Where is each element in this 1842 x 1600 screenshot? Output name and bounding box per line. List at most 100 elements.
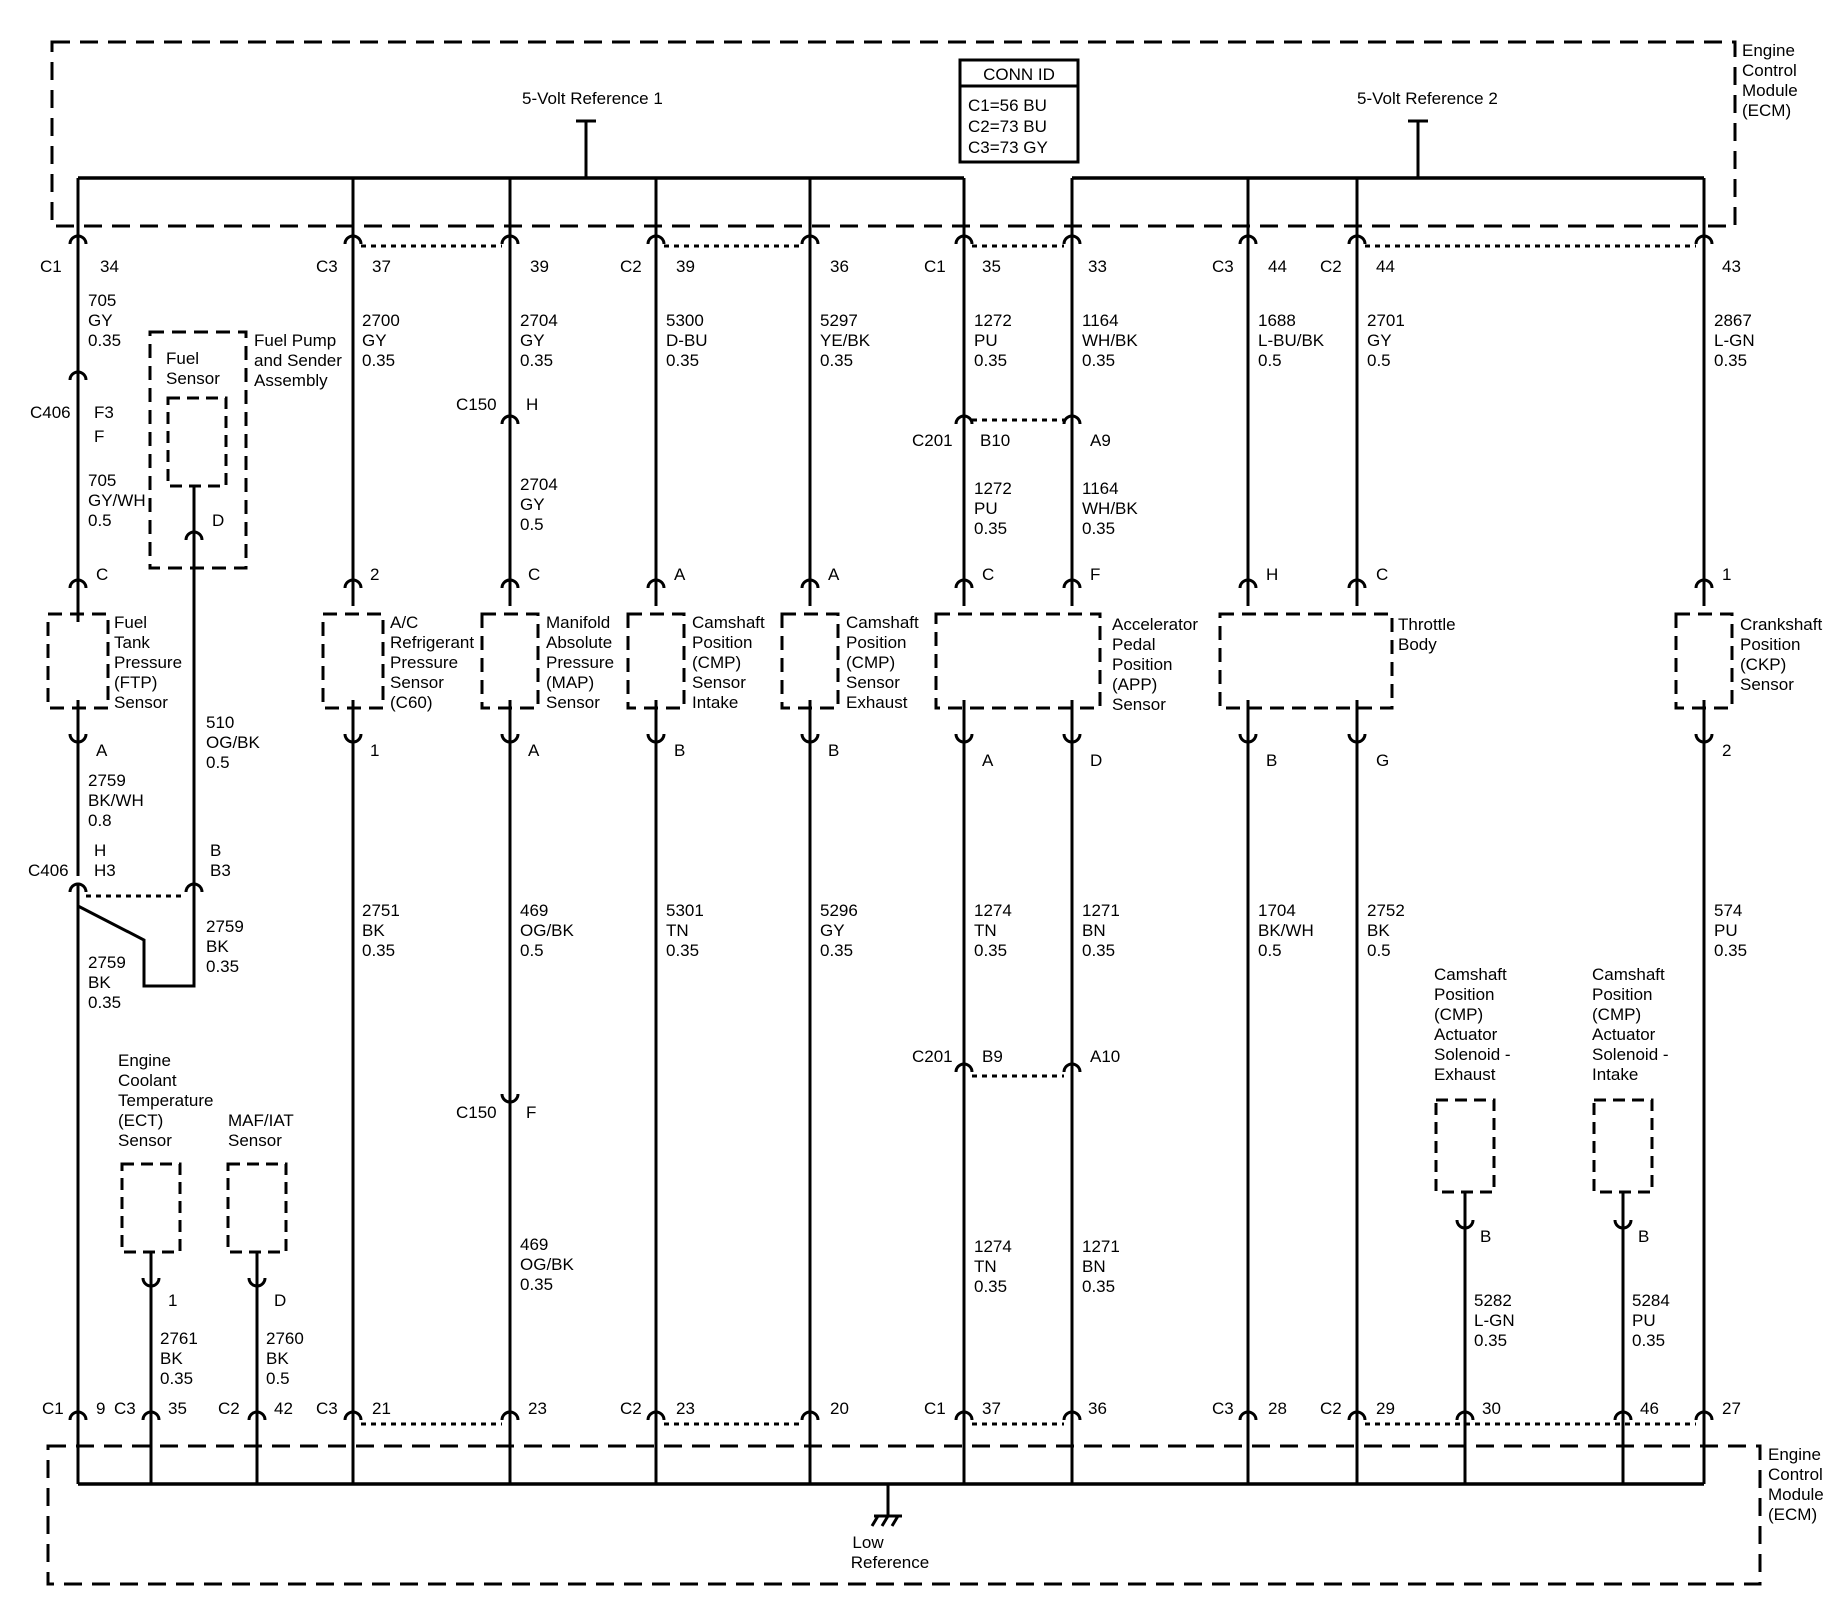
svg-text:33: 33 <box>1088 257 1107 276</box>
svg-text:C: C <box>528 565 540 584</box>
svg-text:1274: 1274 <box>974 901 1012 920</box>
svg-text:0.5: 0.5 <box>1258 941 1282 960</box>
svg-text:and Sender: and Sender <box>254 351 342 370</box>
svg-text:Engine: Engine <box>1768 1445 1821 1464</box>
ckp-sensor-circuit: 1 Crankshaft Position (CKP) Sensor 2 574… <box>1674 250 1822 1412</box>
svg-text:0.35: 0.35 <box>666 351 699 370</box>
svg-text:1271: 1271 <box>1082 1237 1120 1256</box>
svg-text:0.35: 0.35 <box>820 941 853 960</box>
svg-text:510: 510 <box>206 713 234 732</box>
svg-text:C406: C406 <box>30 403 71 422</box>
svg-text:44: 44 <box>1268 257 1287 276</box>
svg-text:0.35: 0.35 <box>362 351 395 370</box>
svg-text:A: A <box>528 741 540 760</box>
svg-text:Module: Module <box>1742 81 1798 100</box>
svg-text:B: B <box>1266 751 1277 770</box>
svg-text:2761: 2761 <box>160 1329 198 1348</box>
svg-text:469: 469 <box>520 901 548 920</box>
svg-text:Absolute: Absolute <box>546 633 612 652</box>
svg-text:30: 30 <box>1482 1399 1501 1418</box>
svg-text:PU: PU <box>1714 921 1738 940</box>
svg-text:Tank: Tank <box>114 633 150 652</box>
svg-text:OG/BK: OG/BK <box>206 733 261 752</box>
svg-text:Sensor: Sensor <box>118 1131 172 1150</box>
svg-text:C1: C1 <box>40 257 62 276</box>
svg-text:BK: BK <box>266 1349 289 1368</box>
low-reference-bus <box>76 1430 1706 1516</box>
svg-text:BK/WH: BK/WH <box>1258 921 1314 940</box>
svg-text:1164: 1164 <box>1082 479 1119 498</box>
svg-text:YE/BK: YE/BK <box>820 331 871 350</box>
svg-text:Sensor: Sensor <box>1740 675 1794 694</box>
svg-text:2760: 2760 <box>266 1329 304 1348</box>
bottom-ecm-pins <box>68 1410 1714 1430</box>
conn-id-c1: C1=56 BU <box>968 96 1047 115</box>
svg-text:Intake: Intake <box>1592 1065 1638 1084</box>
svg-text:A: A <box>96 741 108 760</box>
svg-text:Pedal: Pedal <box>1112 635 1155 654</box>
svg-text:F: F <box>526 1103 536 1122</box>
svg-text:C1: C1 <box>42 1399 64 1418</box>
svg-text:PU: PU <box>1632 1311 1656 1330</box>
svg-text:44: 44 <box>1376 257 1395 276</box>
svg-text:2704: 2704 <box>520 311 558 330</box>
svg-text:C2: C2 <box>620 1399 642 1418</box>
svg-text:0.35: 0.35 <box>974 519 1007 538</box>
svg-text:0.35: 0.35 <box>1632 1331 1665 1350</box>
svg-text:5297: 5297 <box>820 311 858 330</box>
svg-text:0.35: 0.35 <box>1082 941 1115 960</box>
svg-text:Sensor: Sensor <box>166 369 220 388</box>
low-reference-label: Low Reference <box>851 1533 929 1572</box>
ect-sensor: Engine Coolant Temperature (ECT) Sensor … <box>118 1051 213 1412</box>
cmp-solenoid-intake: Camshaft Position (CMP) Actuator Solenoi… <box>1592 965 1670 1412</box>
svg-text:1704: 1704 <box>1258 901 1296 920</box>
svg-text:G: G <box>1376 751 1389 770</box>
svg-text:34: 34 <box>100 257 119 276</box>
svg-text:D: D <box>274 1291 286 1310</box>
svg-text:0.35: 0.35 <box>362 941 395 960</box>
svg-text:9: 9 <box>96 1399 105 1418</box>
svg-text:2751: 2751 <box>362 901 400 920</box>
five-volt-ref-2: 5-Volt Reference 2 <box>1072 89 1704 180</box>
svg-text:Control: Control <box>1742 61 1797 80</box>
svg-text:B: B <box>674 741 685 760</box>
svg-text:42: 42 <box>274 1399 293 1418</box>
svg-text:(CMP): (CMP) <box>692 653 741 672</box>
svg-text:Intake: Intake <box>692 693 738 712</box>
svg-text:1: 1 <box>1722 565 1731 584</box>
ecm-top-frame <box>50 40 1737 228</box>
cmp-exhaust-circuit: A Camshaft Position (CMP) Sensor Exhaust… <box>780 250 919 1412</box>
svg-text:C3: C3 <box>114 1399 136 1418</box>
svg-text:5282: 5282 <box>1474 1291 1512 1310</box>
svg-text:Fuel Pump: Fuel Pump <box>254 331 336 350</box>
svg-text:(ECT): (ECT) <box>118 1111 163 1130</box>
svg-text:27: 27 <box>1722 1399 1741 1418</box>
svg-text:C: C <box>96 565 108 584</box>
svg-text:Engine: Engine <box>118 1051 171 1070</box>
svg-text:Pressure: Pressure <box>390 653 458 672</box>
svg-text:Position: Position <box>1112 655 1172 674</box>
svg-text:0.35: 0.35 <box>974 351 1007 370</box>
svg-text:GY: GY <box>1367 331 1392 350</box>
svg-text:C2: C2 <box>1320 257 1342 276</box>
svg-text:0.5: 0.5 <box>520 515 544 534</box>
svg-text:28: 28 <box>1268 1399 1287 1418</box>
conn-id-c2: C2=73 BU <box>968 117 1047 136</box>
ftp-circuit: C406 F3 F 705 GY/WH 0.5 C <box>30 250 146 606</box>
svg-text:Crankshaft: Crankshaft <box>1740 615 1822 634</box>
svg-text:1688: 1688 <box>1258 311 1296 330</box>
svg-text:A9: A9 <box>1090 431 1111 450</box>
svg-text:H: H <box>1266 565 1278 584</box>
svg-text:L-GN: L-GN <box>1474 1311 1515 1330</box>
svg-text:1271: 1271 <box>1082 901 1120 920</box>
svg-text:Fuel: Fuel <box>166 349 199 368</box>
svg-text:Position: Position <box>1434 985 1494 1004</box>
svg-text:C: C <box>1376 565 1388 584</box>
svg-text:TN: TN <box>974 1257 997 1276</box>
svg-text:A: A <box>828 565 840 584</box>
svg-text:BN: BN <box>1082 921 1106 940</box>
svg-text:2: 2 <box>1722 741 1731 760</box>
ftp-sensor: Fuel Tank Pressure (FTP) Sensor A <box>46 606 182 760</box>
svg-text:0.35: 0.35 <box>520 351 553 370</box>
svg-text:Sensor: Sensor <box>390 673 444 692</box>
